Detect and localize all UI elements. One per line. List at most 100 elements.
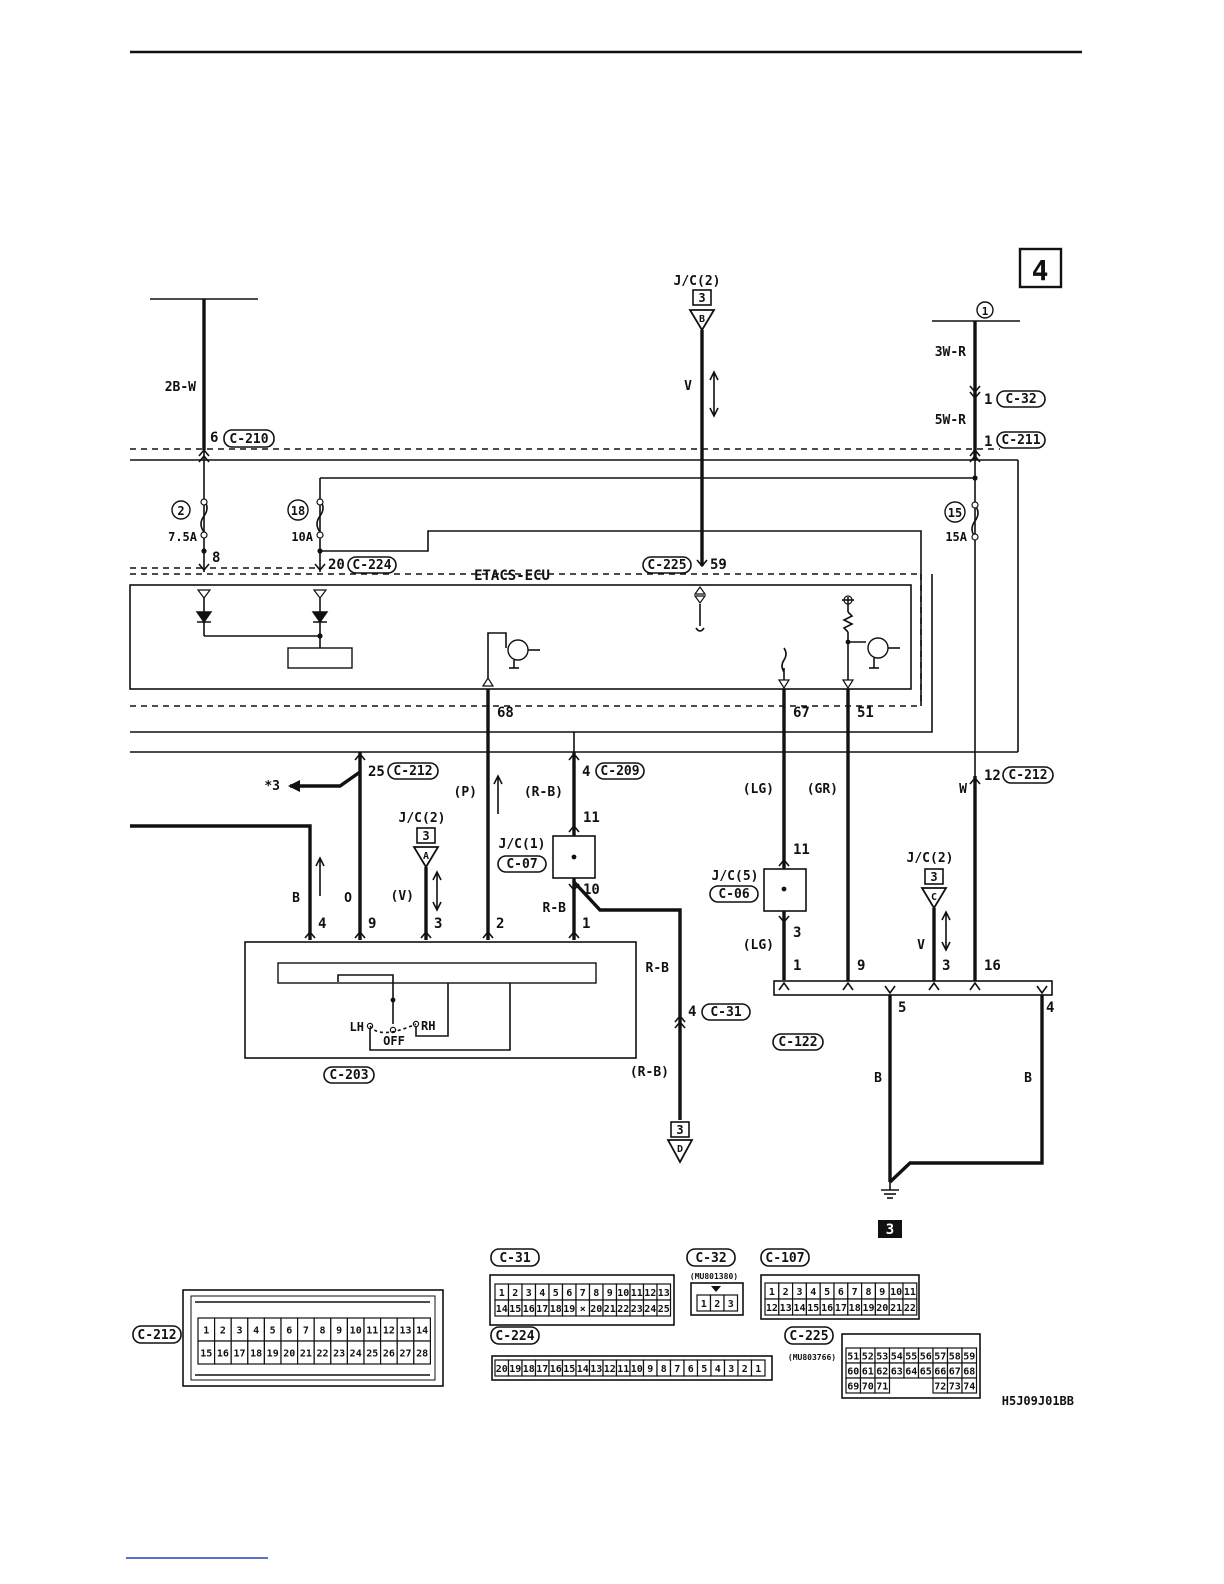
conn-tag-c07: C-07 [497, 855, 547, 873]
svg-text:×: × [580, 1304, 586, 1315]
svg-text:11: 11 [904, 1287, 916, 1298]
svg-text:15: 15 [948, 506, 962, 520]
jc5-label: J/C(5) [712, 869, 759, 884]
pin-cell: 57 [932, 1347, 949, 1364]
svg-text:15: 15 [807, 1303, 819, 1314]
pin-cell: 2 [778, 1282, 794, 1300]
pin-1-c32: 1 [984, 392, 992, 408]
page-tag: 4 [1018, 247, 1063, 289]
pin-cell: 22 [313, 1340, 332, 1365]
svg-text:3: 3 [676, 1123, 683, 1137]
pin-cell: 18 [247, 1340, 266, 1365]
svg-text:71: 71 [876, 1382, 888, 1393]
bottom-d-tag: 3 D [666, 1121, 694, 1164]
pin-cell: 27 [396, 1340, 415, 1365]
pin-cell: 21 [602, 1299, 618, 1317]
conn-tag-c225: C-225 [642, 556, 692, 574]
pin-cell: 53 [874, 1347, 891, 1364]
svg-text:12: 12 [644, 1288, 656, 1299]
pin-cell: 10 [615, 1283, 631, 1301]
pin-cell: 9 [330, 1317, 348, 1342]
svg-text:17: 17 [536, 1304, 548, 1315]
svg-text:C-31: C-31 [499, 1251, 530, 1266]
pin-cell: 11 [902, 1282, 918, 1300]
svg-text:25: 25 [366, 1349, 378, 1360]
pin-cell: 3 [723, 1294, 739, 1312]
pin-cell: 11 [615, 1359, 631, 1377]
fuse-rating-2: 7.5A [168, 530, 198, 544]
wire-label-rb4: (R-B) [630, 1065, 669, 1080]
svg-text:22: 22 [316, 1349, 328, 1360]
pin-cell: 16 [214, 1340, 232, 1365]
pin-51: 51 [857, 705, 874, 721]
pin-cell: 4 [710, 1359, 726, 1377]
pin-cell: 16 [819, 1298, 835, 1316]
pin-cell: 9 [874, 1282, 890, 1300]
svg-text:13: 13 [399, 1326, 411, 1337]
pin-cell: 54 [888, 1347, 905, 1364]
pin-cell: 19 [860, 1298, 876, 1316]
svg-text:5: 5 [824, 1287, 830, 1298]
pin-cell: 12 [764, 1298, 780, 1316]
pin-cell: 71 [874, 1377, 891, 1394]
pin-4-c31: 4 [688, 1004, 696, 1020]
svg-text:23: 23 [631, 1304, 643, 1315]
view-c107-label: C-107 [760, 1248, 810, 1267]
svg-text:12: 12 [604, 1364, 616, 1375]
pin-68: 68 [497, 705, 514, 721]
pin-cell: 6 [561, 1283, 577, 1301]
svg-text:9: 9 [647, 1364, 653, 1375]
wire-b3 [888, 995, 1044, 1184]
pin-cell: 6 [683, 1359, 699, 1377]
svg-text:18: 18 [550, 1304, 562, 1315]
fuse-rating-15: 15A [945, 530, 967, 544]
pin-cell: 20 [494, 1359, 510, 1377]
pin-cell: × [575, 1299, 591, 1317]
svg-text:12: 12 [766, 1303, 778, 1314]
pin-cell: 16 [521, 1299, 537, 1317]
svg-text:C-32: C-32 [695, 1251, 726, 1266]
svg-text:57: 57 [934, 1352, 946, 1363]
svg-text:4: 4 [810, 1287, 816, 1298]
wire-label-lg: (LG) [743, 782, 774, 797]
pin-cell: 1 [750, 1359, 766, 1377]
svg-text:1: 1 [203, 1326, 209, 1337]
pin-cell: 69 [845, 1377, 862, 1394]
view-c32-part: (MU801380) [690, 1272, 738, 1281]
connector-arrows [198, 385, 1048, 1029]
pin-cell: 59 [961, 1347, 978, 1364]
svg-text:C-212: C-212 [393, 764, 432, 779]
wire-label-v-top: V [684, 379, 692, 394]
svg-text:21: 21 [604, 1304, 616, 1315]
svg-text:12: 12 [383, 1326, 395, 1337]
pin-2-c203: 2 [496, 916, 504, 932]
svg-text:3: 3 [698, 291, 705, 305]
pin-cell: 3 [723, 1359, 739, 1377]
pin-cell: 9 [602, 1283, 618, 1301]
svg-text:3: 3 [886, 1222, 894, 1238]
wire-label-b2: B [874, 1071, 882, 1086]
fuse-2 [200, 499, 208, 533]
pin-cell: 3 [230, 1317, 249, 1342]
view-c224-label: C-224 [490, 1326, 540, 1345]
pin-11-jc1: 11 [583, 810, 600, 826]
svg-text:3: 3 [728, 1299, 734, 1310]
wire-fuse18-branch [320, 530, 922, 706]
pin-cell: 19 [263, 1340, 282, 1365]
pin-12: 12 [984, 768, 1001, 784]
svg-text:63: 63 [891, 1367, 903, 1378]
svg-text:1: 1 [755, 1364, 761, 1375]
pin-cell: 18 [847, 1298, 863, 1316]
svg-text:11: 11 [631, 1288, 643, 1299]
svg-text:18: 18 [291, 504, 305, 518]
svg-text:C-225: C-225 [647, 558, 686, 573]
circle-ref-18: 18 [287, 499, 309, 521]
pin-cell: 10 [346, 1317, 365, 1342]
svg-text:21: 21 [300, 1349, 312, 1360]
svg-text:11: 11 [617, 1364, 629, 1375]
pin-cell: 20 [874, 1298, 890, 1316]
view-c212-label: C-212 [132, 1325, 182, 1344]
svg-text:C-224: C-224 [352, 558, 391, 573]
svg-text:6: 6 [688, 1364, 694, 1375]
